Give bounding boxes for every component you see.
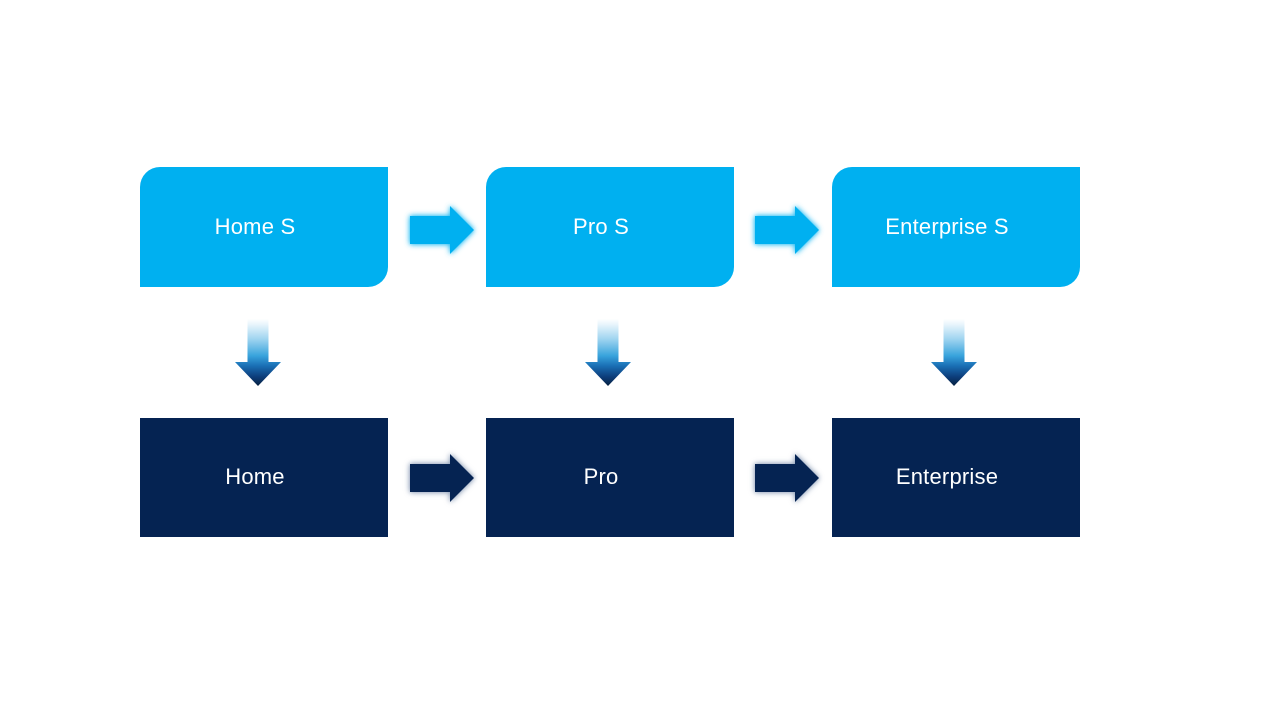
right-arrow-icon [410,206,474,254]
process-box-pro[interactable]: Pro [486,418,734,537]
process-box-home-s-label: Home S [214,213,296,239]
process-box-home-s[interactable]: Home S [140,167,388,287]
process-box-home-label: Home [225,464,285,490]
right-arrow-icon [755,454,819,502]
process-box-enterprise[interactable]: Enterprise [832,418,1080,537]
down-arrow-icon [931,319,977,386]
process-box-enterprise-s-label: Enterprise S [885,213,1009,239]
process-box-enterprise-label: Enterprise [895,464,999,490]
arrow-pro-s-to-enterprise-s[interactable] [755,206,819,254]
process-box-enterprise-s[interactable]: Enterprise S [832,167,1080,287]
down-arrow-icon [585,319,631,386]
right-arrow-icon [755,206,819,254]
process-box-pro-s-label: Pro S [572,213,630,239]
right-arrow-icon [410,454,474,502]
arrow-enterprise-s-to-enterprise[interactable] [931,319,977,386]
arrow-home-to-pro[interactable] [410,454,474,502]
arrow-home-s-to-pro-s[interactable] [410,206,474,254]
arrow-pro-s-to-pro[interactable] [585,319,631,386]
process-box-home[interactable]: Home [140,418,388,537]
down-arrow-icon [235,319,281,386]
process-box-pro-label: Pro [583,464,619,490]
arrow-pro-to-enterprise[interactable] [755,454,819,502]
arrow-home-s-to-home[interactable] [235,319,281,386]
process-box-pro-s[interactable]: Pro S [486,167,734,287]
